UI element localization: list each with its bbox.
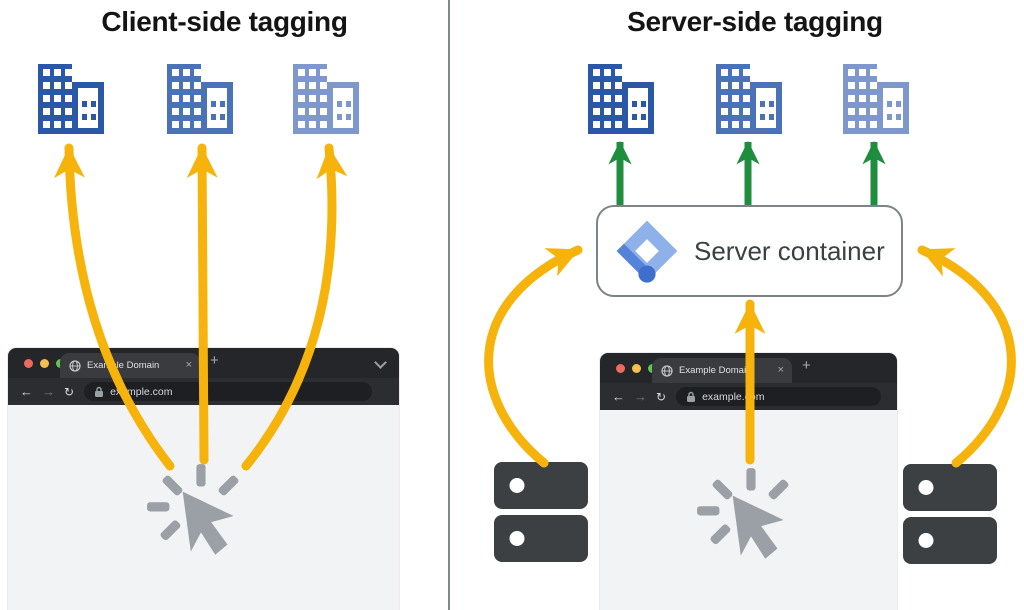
window-controls[interactable] xyxy=(616,364,657,373)
close-window-icon[interactable] xyxy=(24,359,33,368)
browser-tab-bar: Example Domain × + xyxy=(8,348,399,378)
tab-title: Example Domain xyxy=(87,360,160,371)
reload-button[interactable]: ↻ xyxy=(656,389,667,404)
ad-platform-building-icon xyxy=(162,62,236,136)
lock-icon xyxy=(686,391,696,403)
server-arrow-from-rack-left xyxy=(484,245,583,468)
ad-platform-building-icon xyxy=(288,62,362,136)
chevron-down-icon[interactable] xyxy=(374,356,387,369)
ad-platform-building-icon xyxy=(838,62,912,136)
ad-platform-building-icon xyxy=(711,62,785,136)
tab-title: Example Domain xyxy=(679,365,752,376)
back-button[interactable]: ← xyxy=(20,384,33,399)
window-controls[interactable] xyxy=(24,359,65,368)
url-text: example.com xyxy=(702,390,765,403)
globe-favicon-icon xyxy=(661,365,673,377)
forward-button[interactable]: → xyxy=(634,389,647,404)
browser-tab[interactable]: Example Domain × xyxy=(652,358,792,383)
new-tab-button[interactable]: + xyxy=(210,352,219,369)
click-cursor-icon xyxy=(146,458,258,570)
address-bar[interactable]: example.com xyxy=(84,382,373,401)
globe-favicon-icon xyxy=(69,360,81,372)
tag-manager-logo-icon xyxy=(614,218,680,284)
browser-toolbar: ← → ↻ example.com xyxy=(600,383,897,410)
browser-tab-bar: Example Domain × + xyxy=(600,353,897,383)
address-bar[interactable]: example.com xyxy=(676,387,882,406)
click-cursor-icon xyxy=(696,462,808,574)
reload-button[interactable]: ↻ xyxy=(64,384,75,399)
minimize-window-icon[interactable] xyxy=(632,364,641,373)
ad-platform-building-icon xyxy=(583,62,657,136)
server-container-box: Server container xyxy=(596,205,903,297)
server-rack-icon xyxy=(903,464,999,568)
minimize-window-icon[interactable] xyxy=(40,359,49,368)
panel-divider xyxy=(448,0,450,610)
back-button[interactable]: ← xyxy=(612,389,625,404)
new-tab-button[interactable]: + xyxy=(802,357,811,374)
tab-close-icon[interactable]: × xyxy=(777,364,784,376)
tab-close-icon[interactable]: × xyxy=(185,359,192,371)
server-rack-icon xyxy=(494,462,590,566)
url-text: example.com xyxy=(110,385,173,398)
ad-platform-building-icon xyxy=(33,62,107,136)
forward-button[interactable]: → xyxy=(42,384,55,399)
client-side-title: Client-side tagging xyxy=(101,6,348,37)
server-arrow-from-rack-right xyxy=(917,245,1016,468)
server-side-title: Server-side tagging xyxy=(627,6,883,37)
server-container-label: Server container xyxy=(694,235,885,266)
close-window-icon[interactable] xyxy=(616,364,625,373)
browser-toolbar: ← → ↻ example.com xyxy=(8,378,399,405)
browser-tab[interactable]: Example Domain × xyxy=(60,353,200,378)
lock-icon xyxy=(94,386,104,398)
